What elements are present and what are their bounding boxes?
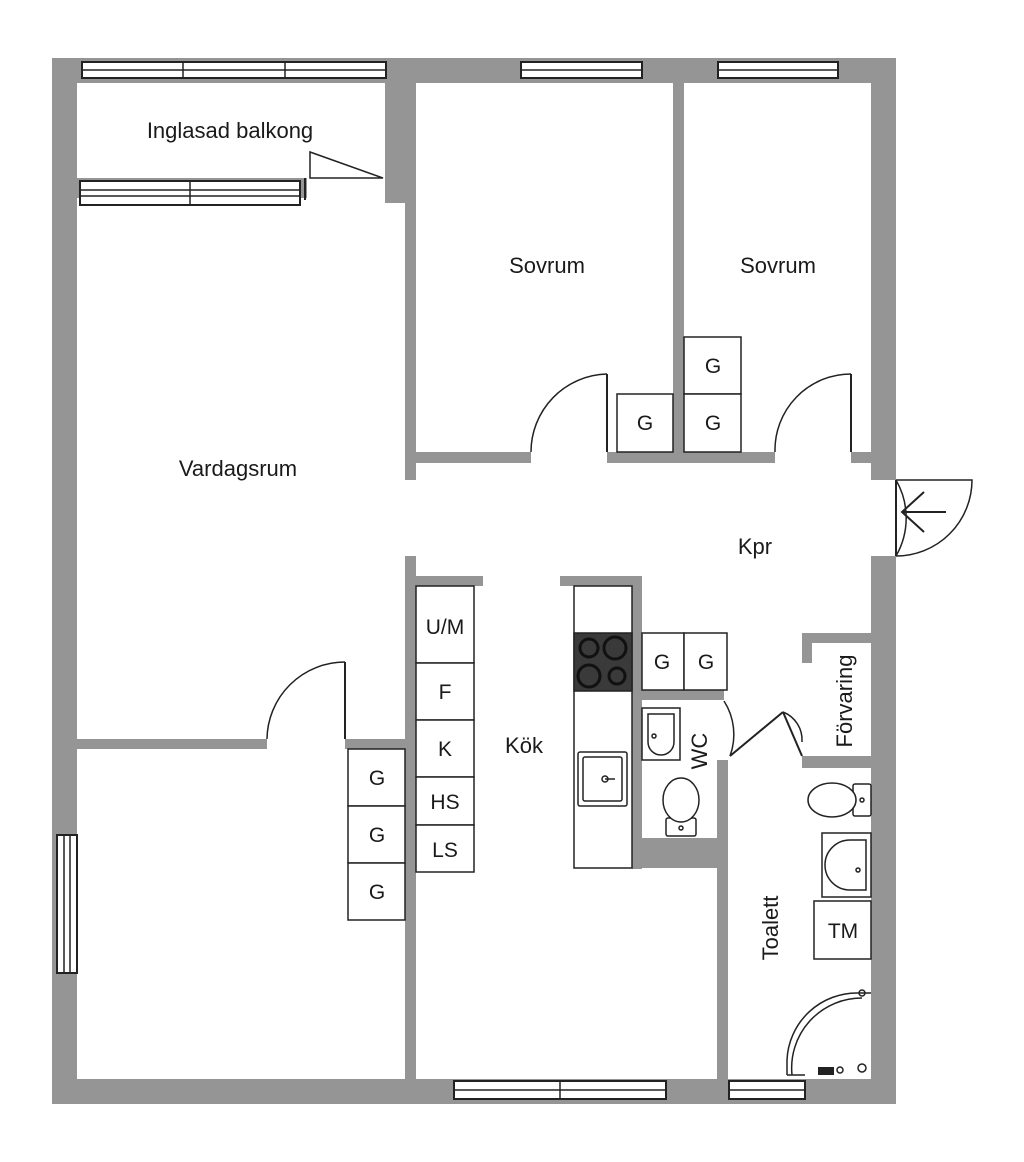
room-label-storage: Förvaring [832,655,857,748]
room-label-bedroom-2: Sovrum [740,253,816,278]
room-label-living: Vardagsrum [179,456,297,481]
shower-icon [786,989,871,1076]
wardrobe-label: G [369,824,385,847]
door-lower-room [266,661,346,740]
door-wc [723,700,784,757]
tall-cabinet-label: HS [430,791,459,814]
window-balcony-inner [79,180,301,206]
wardrobe-label: G [698,651,714,674]
room-labels: Inglasad balkong Sovrum Sovrum Vardagsru… [147,118,857,960]
window-balcony-top [81,61,387,79]
door-bedroom-2 [774,373,852,453]
wc-sink-icon [641,707,681,761]
wardrobes [347,336,742,921]
room-label-toilet: Toalett [758,896,783,961]
bathroom-fixtures [641,707,872,1076]
room-label-balcony: Inglasad balkong [147,118,313,143]
wc-toilet-icon [662,777,700,837]
washing-machine-label: TM [828,920,858,943]
window-bedroom-1 [520,61,643,79]
kitchen-counter [573,585,633,869]
entrance-arrow-icon [900,491,946,533]
window-kitchen [453,1080,667,1100]
sink-icon [577,751,628,807]
toilet-toilet-icon [807,782,872,818]
window-bedroom-2 [717,61,839,79]
fixture-labels: G G G U/M F K HS LS G G G G G TM [369,355,858,943]
window-toilet [728,1080,806,1100]
doors [266,150,973,757]
wardrobe-label: G [637,412,653,435]
room-label-bedroom-1: Sovrum [509,253,585,278]
wardrobe-label: G [705,412,721,435]
wardrobe-label: G [369,881,385,904]
toilet-sink-icon [821,832,872,898]
wardrobe-label: G [369,767,385,790]
fridge-freezer-label: U/M [426,616,465,639]
fridge-label: K [438,738,452,761]
door-entrance [895,479,973,557]
door-bedroom-1 [530,373,608,453]
wardrobe-label: G [654,651,670,674]
window-left [56,834,78,974]
wardrobe-label: G [705,355,721,378]
freezer-label: F [439,681,452,704]
windows [56,61,839,1100]
room-label-wc: WC [687,733,712,770]
kitchen-fixtures [415,585,728,873]
room-label-kitchen: Kök [505,733,544,758]
door-balcony [304,150,384,200]
door-storage [782,711,803,757]
broom-cabinet-label: LS [432,839,458,862]
room-label-hall: Kpr [738,534,772,559]
